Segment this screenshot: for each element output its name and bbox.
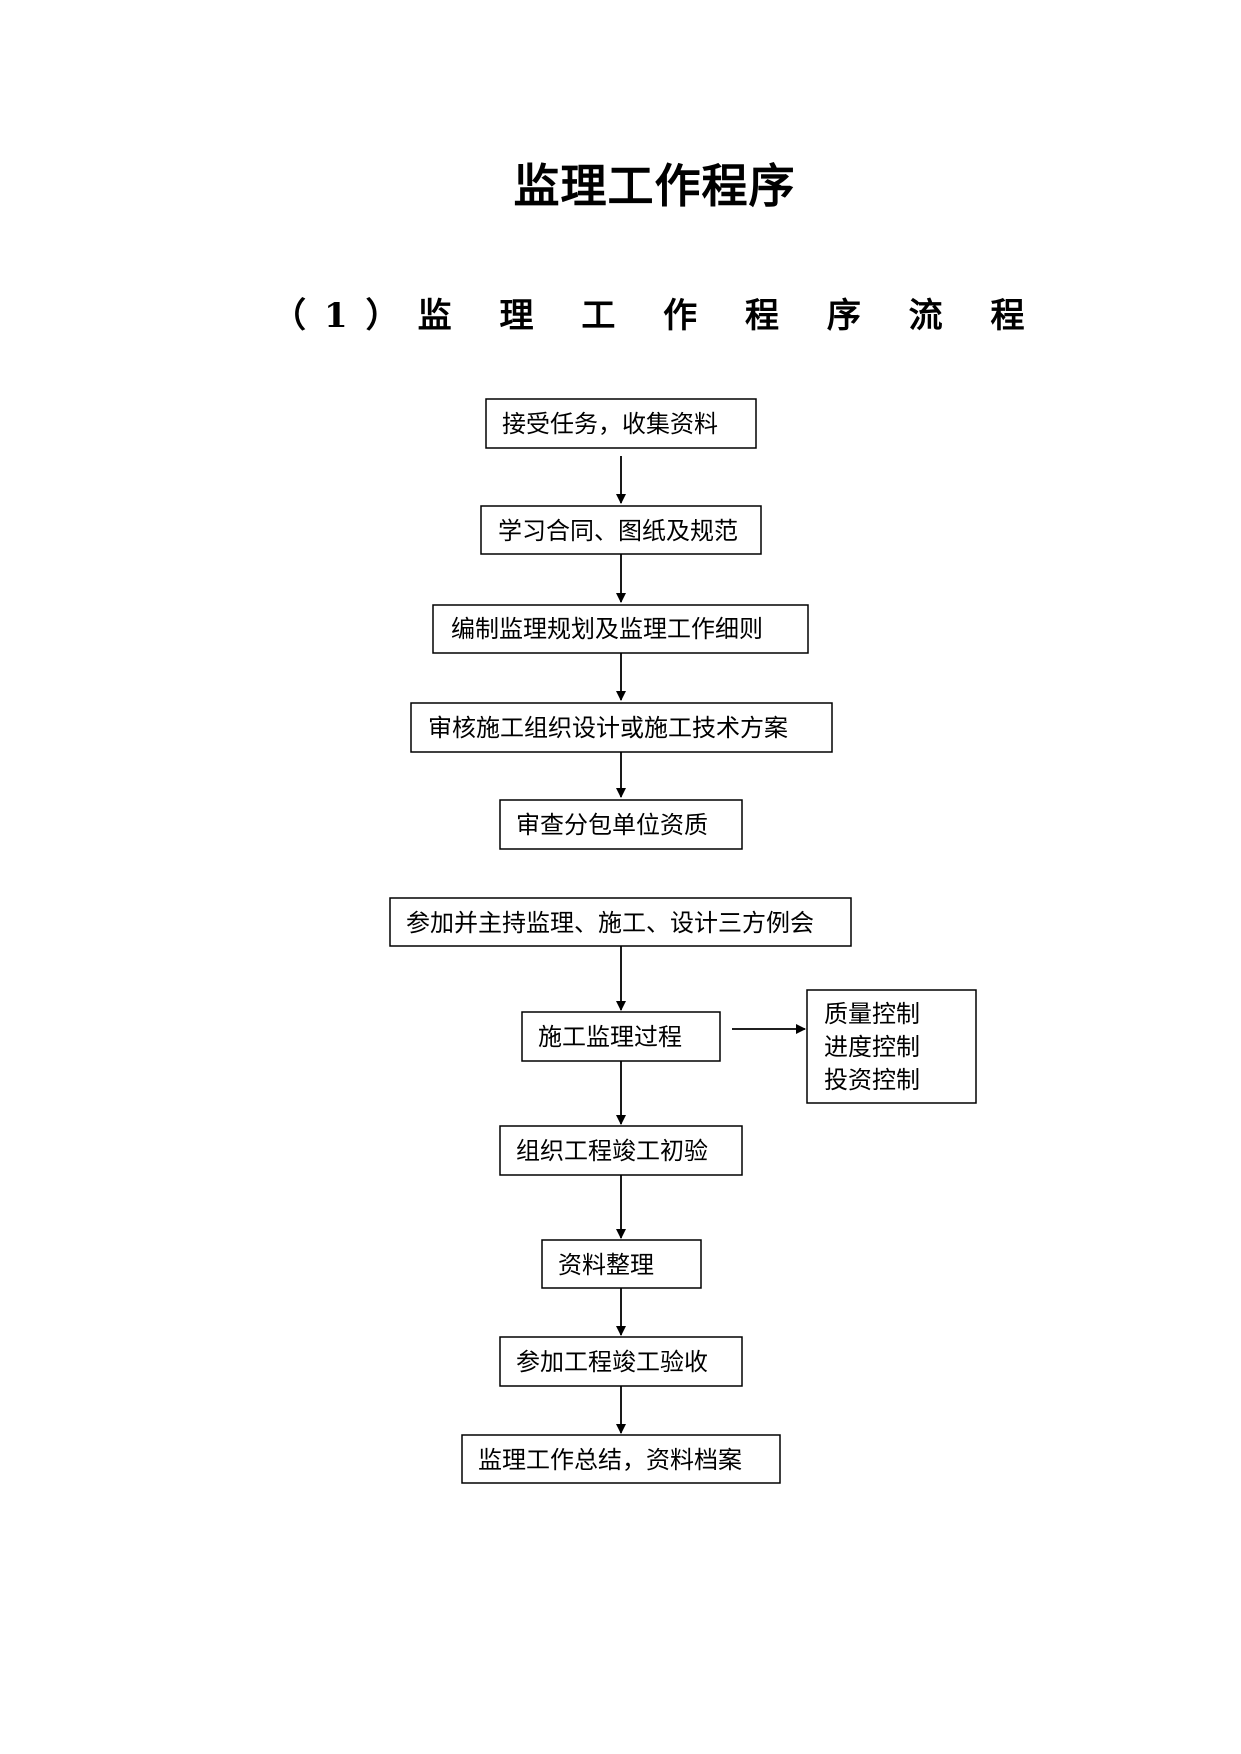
flow-step-review-subcontractor: 审查分包单位资质 [499, 799, 743, 850]
flow-step-study-contract: 学习合同、图纸及规范 [480, 505, 762, 555]
flow-step-review-construction-plan: 审核施工组织设计或施工技术方案 [410, 702, 833, 753]
flow-step-compile-plan: 编制监理规划及监理工作细则 [432, 604, 809, 654]
page-title: 监理工作程序 [513, 159, 796, 213]
flow-step-label: 编制监理规划及监理工作细则 [451, 615, 763, 643]
flow-step-label: 参加工程竣工验收 [516, 1348, 708, 1376]
flow-step-tripartite-meeting: 参加并主持监理、施工、设计三方例会 [389, 897, 852, 947]
flow-step-preliminary-acceptance: 组织工程竣工初验 [499, 1125, 743, 1176]
flow-step-label: 参加并主持监理、施工、设计三方例会 [406, 909, 814, 937]
control-progress-label: 进度控制 [824, 1033, 920, 1061]
flow-step-document-organization: 资料整理 [541, 1239, 702, 1289]
flow-step-work-summary: 监理工作总结，资料档案 [461, 1434, 781, 1484]
flow-side-box-controls: 质量控制 进度控制 投资控制 [806, 989, 977, 1104]
control-investment-label: 投资控制 [824, 1066, 920, 1094]
flow-step-label: 审核施工组织设计或施工技术方案 [428, 714, 788, 742]
flow-step-label: 审查分包单位资质 [516, 811, 708, 839]
flow-step-label: 组织工程竣工初验 [516, 1137, 708, 1165]
flow-step-label: 施工监理过程 [538, 1023, 682, 1051]
section-subtitle: （1）监 理 工 作 程 序 流 程 [272, 296, 1043, 336]
flow-step-final-acceptance: 参加工程竣工验收 [499, 1336, 743, 1387]
flow-step-label: 资料整理 [558, 1251, 654, 1279]
flow-step-label: 学习合同、图纸及规范 [498, 517, 738, 545]
flow-step-label: 接受任务，收集资料 [502, 410, 718, 438]
flow-step-label: 监理工作总结，资料档案 [478, 1446, 742, 1474]
flow-step-supervision-process: 施工监理过程 [521, 1011, 721, 1062]
control-quality-label: 质量控制 [824, 1000, 920, 1028]
flow-step-receive-task: 接受任务，收集资料 [485, 398, 757, 449]
